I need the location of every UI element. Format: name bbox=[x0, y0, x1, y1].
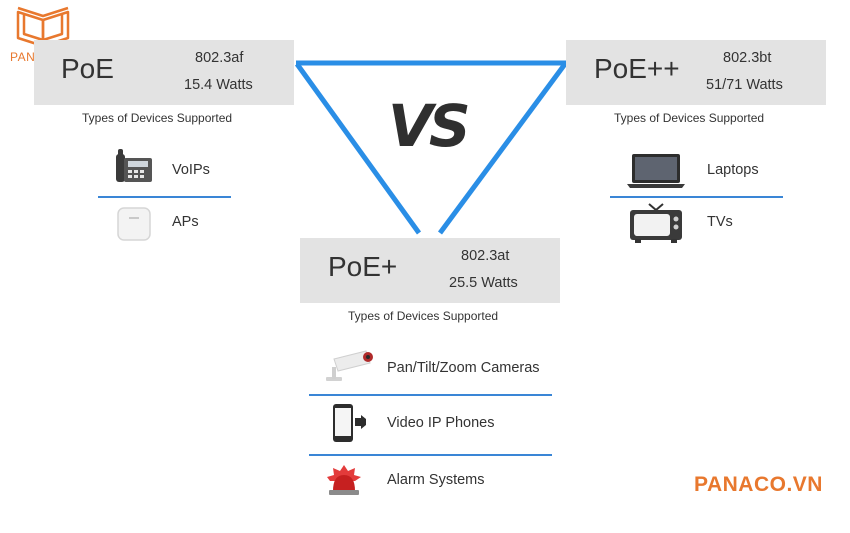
video-phone-icon bbox=[333, 404, 366, 442]
tv-icon bbox=[630, 203, 682, 243]
poe-devices-heading: Types of Devices Supported bbox=[82, 111, 233, 125]
poe-plus-plus-name: PoE++ bbox=[594, 53, 680, 84]
poe-device-label: APs bbox=[172, 214, 199, 230]
poe-plus-plus-device-label: TVs bbox=[707, 214, 733, 230]
desk-phone-icon bbox=[116, 149, 152, 182]
poe-plus-devices-heading: Types of Devices Supported bbox=[348, 309, 499, 323]
brand-watermark: PANACO.VN bbox=[694, 473, 823, 496]
security-camera-icon bbox=[326, 350, 373, 381]
alarm-light-icon bbox=[327, 465, 361, 495]
poe-plus-plus-power: 51/71 Watts bbox=[706, 77, 783, 93]
poe-plus-plus-device-divider bbox=[610, 196, 783, 198]
poe-plus-plus-standard: 802.3bt bbox=[723, 50, 772, 66]
poe-plus-device-divider bbox=[309, 394, 552, 396]
poe-plus-name: PoE+ bbox=[328, 251, 398, 282]
poe-plus-power: 25.5 Watts bbox=[449, 275, 518, 291]
laptop-icon bbox=[627, 154, 685, 188]
poe-power: 15.4 Watts bbox=[184, 77, 253, 93]
poe-plus-standard: 802.3at bbox=[461, 248, 510, 264]
poe-standard: 802.3af bbox=[195, 50, 244, 66]
poe-plus-plus-devices-heading: Types of Devices Supported bbox=[614, 111, 765, 125]
poe-plus-plus-spec-box: PoE++ 802.3bt 51/71 Watts bbox=[566, 40, 826, 105]
poe-plus-device-label: Pan/Tilt/Zoom Cameras bbox=[387, 360, 540, 376]
poe-name: PoE bbox=[61, 53, 114, 84]
poe-plus-spec-box: PoE+ 802.3at 25.5 Watts bbox=[300, 238, 560, 303]
poe-device-label: VoIPs bbox=[172, 162, 210, 178]
poe-spec-box: PoE 802.3af 15.4 Watts bbox=[34, 40, 294, 105]
access-point-icon bbox=[117, 207, 151, 241]
poe-plus-plus-device-label: Laptops bbox=[707, 162, 759, 178]
vs-label: VS bbox=[388, 92, 471, 160]
poe-plus-device-label: Alarm Systems bbox=[387, 472, 485, 488]
poe-plus-device-label: Video IP Phones bbox=[387, 415, 495, 431]
poe-device-divider bbox=[98, 196, 231, 198]
poe-plus-device-divider bbox=[309, 454, 552, 456]
